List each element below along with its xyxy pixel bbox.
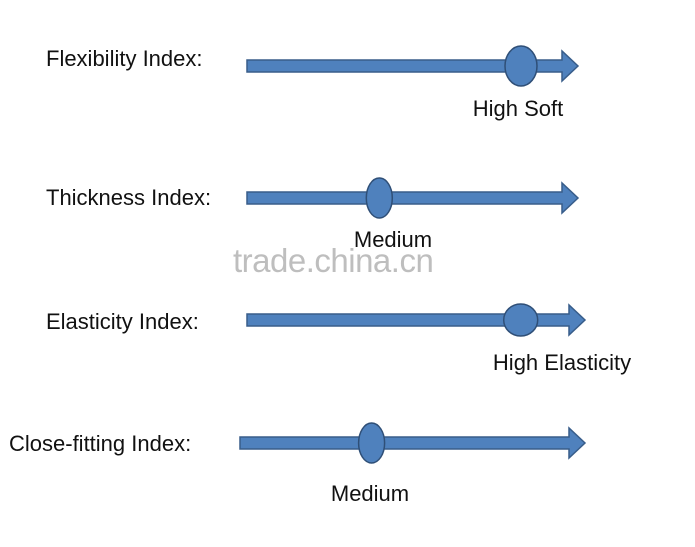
- elasticity-index-marker: [502, 303, 539, 337]
- elasticity-index-arrow: [246, 303, 587, 337]
- thickness-index-value: Medium: [353, 227, 433, 252]
- close-fitting-index-value: Medium: [330, 481, 410, 506]
- flexibility-index-arrow: [246, 49, 580, 83]
- close-fitting-index-label: Close-fitting Index:: [9, 431, 192, 456]
- elasticity-index-value: High Elasticity: [492, 350, 632, 375]
- flexibility-index-label: Flexibility Index:: [46, 46, 203, 71]
- close-fitting-index-arrow: [239, 426, 587, 460]
- flexibility-index-marker: [504, 45, 538, 87]
- thickness-index-arrow: [246, 181, 580, 215]
- watermark: trade.china.cn: [233, 242, 434, 279]
- thickness-index-label: Thickness Index:: [46, 185, 212, 210]
- flexibility-index-value: High Soft: [472, 96, 564, 121]
- elasticity-index-label: Elasticity Index:: [46, 309, 199, 334]
- thickness-index-marker: [365, 177, 394, 219]
- close-fitting-index-marker: [357, 422, 386, 464]
